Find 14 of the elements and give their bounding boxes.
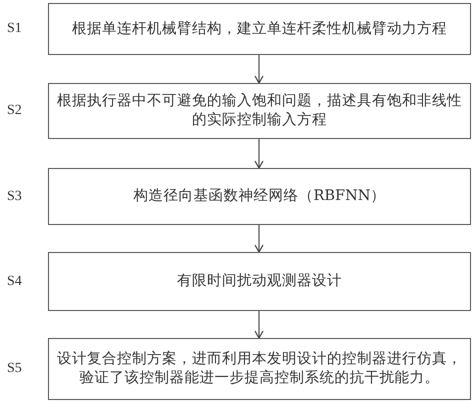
step-text: 有限时间扰动观测器设计 xyxy=(176,272,343,291)
step-text: 根据单连杆机械臂结构，建立单连杆柔性机械臂动力方程 xyxy=(71,20,448,38)
arrow xyxy=(254,311,264,339)
step-text: 构造径向基函数神经网络（RBFNN） xyxy=(132,187,386,206)
step-text: 根据执行器中不可避免的输入饱和问题，描述具有饱和非线性的实际控制输入方程 xyxy=(56,92,463,130)
step-label: S3 xyxy=(7,188,22,204)
step-label: S5 xyxy=(7,361,22,377)
step-label: S4 xyxy=(7,274,22,290)
arrow xyxy=(254,139,264,169)
step-text: 设计复合控制方案，进而利用本发明设计的控制器进行仿真，验证了该控制器能进一步提高控制系统的抗干扰能力。 xyxy=(56,350,463,388)
arrow xyxy=(254,225,264,253)
step-label: S1 xyxy=(7,21,22,37)
step-label: S2 xyxy=(7,103,22,119)
arrow xyxy=(254,55,264,84)
